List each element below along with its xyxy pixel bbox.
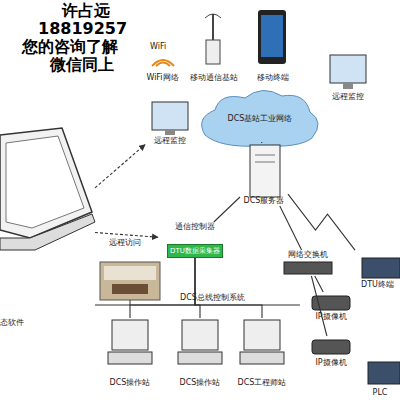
dtu-node: DTU终端 (355, 248, 400, 290)
node-caption: DCS工程师站 (238, 378, 287, 388)
node-caption: IP摄像机 (315, 358, 346, 368)
wifi-arc (156, 63, 170, 67)
wifi-arc (152, 60, 174, 66)
plc-node: PLC (360, 358, 400, 398)
node-caption: 网络交换机 (288, 250, 328, 260)
node-caption: DTU终端 (361, 280, 394, 290)
station-node: DCS操作站 (100, 318, 160, 388)
monitor-stand (165, 130, 175, 135)
edge-label: 远程访问 (109, 237, 141, 248)
monitor-node: 远程监控 (320, 50, 376, 102)
laptop-display (6, 136, 84, 228)
logo-text: WiFi (150, 42, 166, 51)
node-caption: 移动终端 (257, 73, 289, 83)
cloud-shape (202, 90, 318, 146)
plc-body (368, 362, 400, 384)
station-node: DCS操作站 (170, 318, 230, 388)
cloud-node: DCS基站工业网络 (205, 95, 315, 143)
switch-node: 网络交换机 (280, 250, 336, 276)
server-slot (255, 162, 275, 163)
connector (288, 194, 355, 250)
camera-body (312, 296, 350, 310)
server-node: DCS服务器 (240, 142, 288, 206)
control-room-wall (104, 266, 156, 280)
connector (195, 258, 200, 318)
connector (95, 233, 158, 238)
antenna-wave (205, 14, 221, 18)
server-slot (255, 155, 275, 156)
watermark-text: 许占远 (62, 2, 110, 20)
camera-body (312, 340, 350, 354)
node-caption: 通信控制器 (175, 222, 215, 232)
connector (130, 258, 195, 318)
node-caption: 远程监控 (154, 136, 186, 146)
wifi-icon-bg (146, 40, 180, 68)
node-caption: DCS操作站 (180, 378, 221, 388)
gateway-node: 通信控制器 DTU数据采集器 (158, 222, 232, 258)
dtu-body (362, 258, 400, 278)
node-caption: WiFi网络 (146, 73, 178, 83)
camera-node: IP摄像机 (300, 336, 362, 368)
server-tower (250, 145, 280, 197)
camera-node: IP摄像机 (300, 292, 362, 322)
station-monitor (244, 320, 280, 350)
connector (95, 145, 145, 188)
monitor-screen (152, 102, 188, 130)
node-caption: 远程监控 (332, 92, 364, 102)
bus-drop (130, 300, 131, 305)
connector (261, 142, 262, 143)
antenna-node: 移动通信基站 (188, 8, 240, 83)
node-caption: 移动通信基站 (190, 73, 238, 83)
monitor-stand (343, 83, 353, 89)
control-room-desk (112, 284, 148, 294)
connector (214, 197, 240, 222)
station-monitor (182, 320, 218, 350)
watermark-text: 18819257 (38, 20, 127, 38)
node-caption: DCS服务器 (244, 196, 285, 206)
station-case (178, 352, 222, 364)
phone-body (258, 10, 286, 64)
node-caption: PLC (373, 388, 388, 398)
control-room-photo (100, 262, 160, 300)
node-body: DTU数据采集器 (167, 244, 223, 258)
node-caption: IP摄像机 (315, 312, 346, 322)
watermark-text: 微信同上 (50, 56, 114, 74)
station-monitor (112, 320, 148, 350)
station-node: DCS工程师站 (228, 318, 296, 388)
connector (280, 206, 302, 250)
connector (195, 258, 262, 318)
watermark-text: 您的咨询了解 (22, 38, 118, 56)
monitor-node: 远程监控 (145, 100, 195, 146)
connector (315, 276, 323, 292)
node-caption: DCS基站工业网络 (228, 114, 293, 124)
antenna-base (206, 40, 220, 64)
laptop-node: 态软件 (0, 130, 95, 328)
node-caption: DCS操作站 (110, 378, 151, 388)
station-case (240, 352, 284, 364)
bus-label: DCS总线控制系统 (180, 292, 245, 303)
monitor-screen (330, 55, 366, 83)
station-case (108, 352, 152, 364)
phone-screen (261, 15, 283, 57)
node-caption: 态软件 (0, 318, 24, 328)
phone-node: 移动终端 (245, 8, 300, 83)
switch-body (284, 262, 332, 274)
connector (311, 276, 327, 336)
laptop-base (0, 214, 95, 250)
